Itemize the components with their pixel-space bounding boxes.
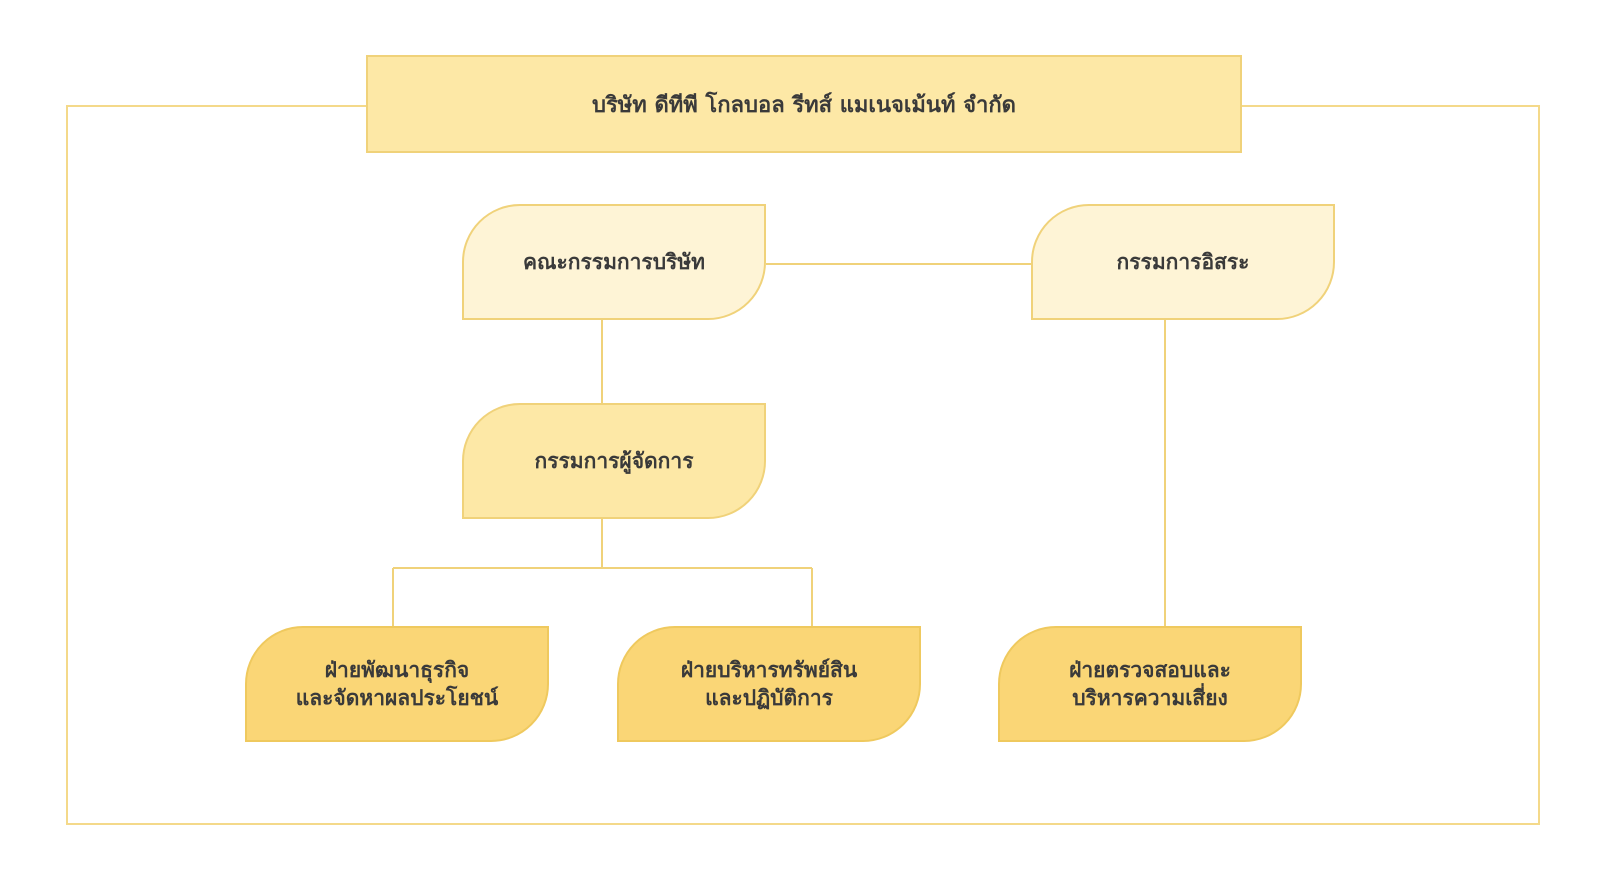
node-audit-risk: ฝ่ายตรวจสอบและ บริหารความเสี่ยง bbox=[998, 626, 1302, 742]
node-independent-directors: กรรมการอิสระ bbox=[1031, 204, 1335, 320]
node-audit-line2: บริหารความเสี่ยง bbox=[1072, 686, 1228, 710]
company-header: บริษัท ดีทีพี โกลบอล รีทส์ แมเนจเม้นท์ จ… bbox=[366, 55, 1242, 153]
node-asset-line2: และปฏิบัติการ bbox=[705, 686, 833, 710]
node-board-label: คณะกรรมการบริษัท bbox=[522, 250, 705, 274]
company-name: บริษัท ดีทีพี โกลบอล รีทส์ แมเนจเม้นท์ จ… bbox=[592, 92, 1016, 118]
node-asset-line1: ฝ่ายบริหารทรัพย์สิน bbox=[680, 658, 858, 682]
node-audit-line1: ฝ่ายตรวจสอบและ bbox=[1069, 658, 1231, 682]
node-independent-label: กรรมการอิสระ bbox=[1116, 250, 1250, 274]
node-board-of-directors: คณะกรรมการบริษัท bbox=[462, 204, 766, 320]
node-business-line2: และจัดหาผลประโยชน์ bbox=[295, 686, 499, 710]
node-business-line1: ฝ่ายพัฒนาธุรกิจ bbox=[324, 658, 470, 682]
node-asset-management: ฝ่ายบริหารทรัพย์สิน และปฏิบัติการ bbox=[617, 626, 921, 742]
node-business-development: ฝ่ายพัฒนาธุรกิจ และจัดหาผลประโยชน์ bbox=[245, 626, 549, 742]
node-md-label: กรรมการผู้จัดการ bbox=[534, 449, 694, 473]
node-managing-director: กรรมการผู้จัดการ bbox=[462, 403, 766, 519]
